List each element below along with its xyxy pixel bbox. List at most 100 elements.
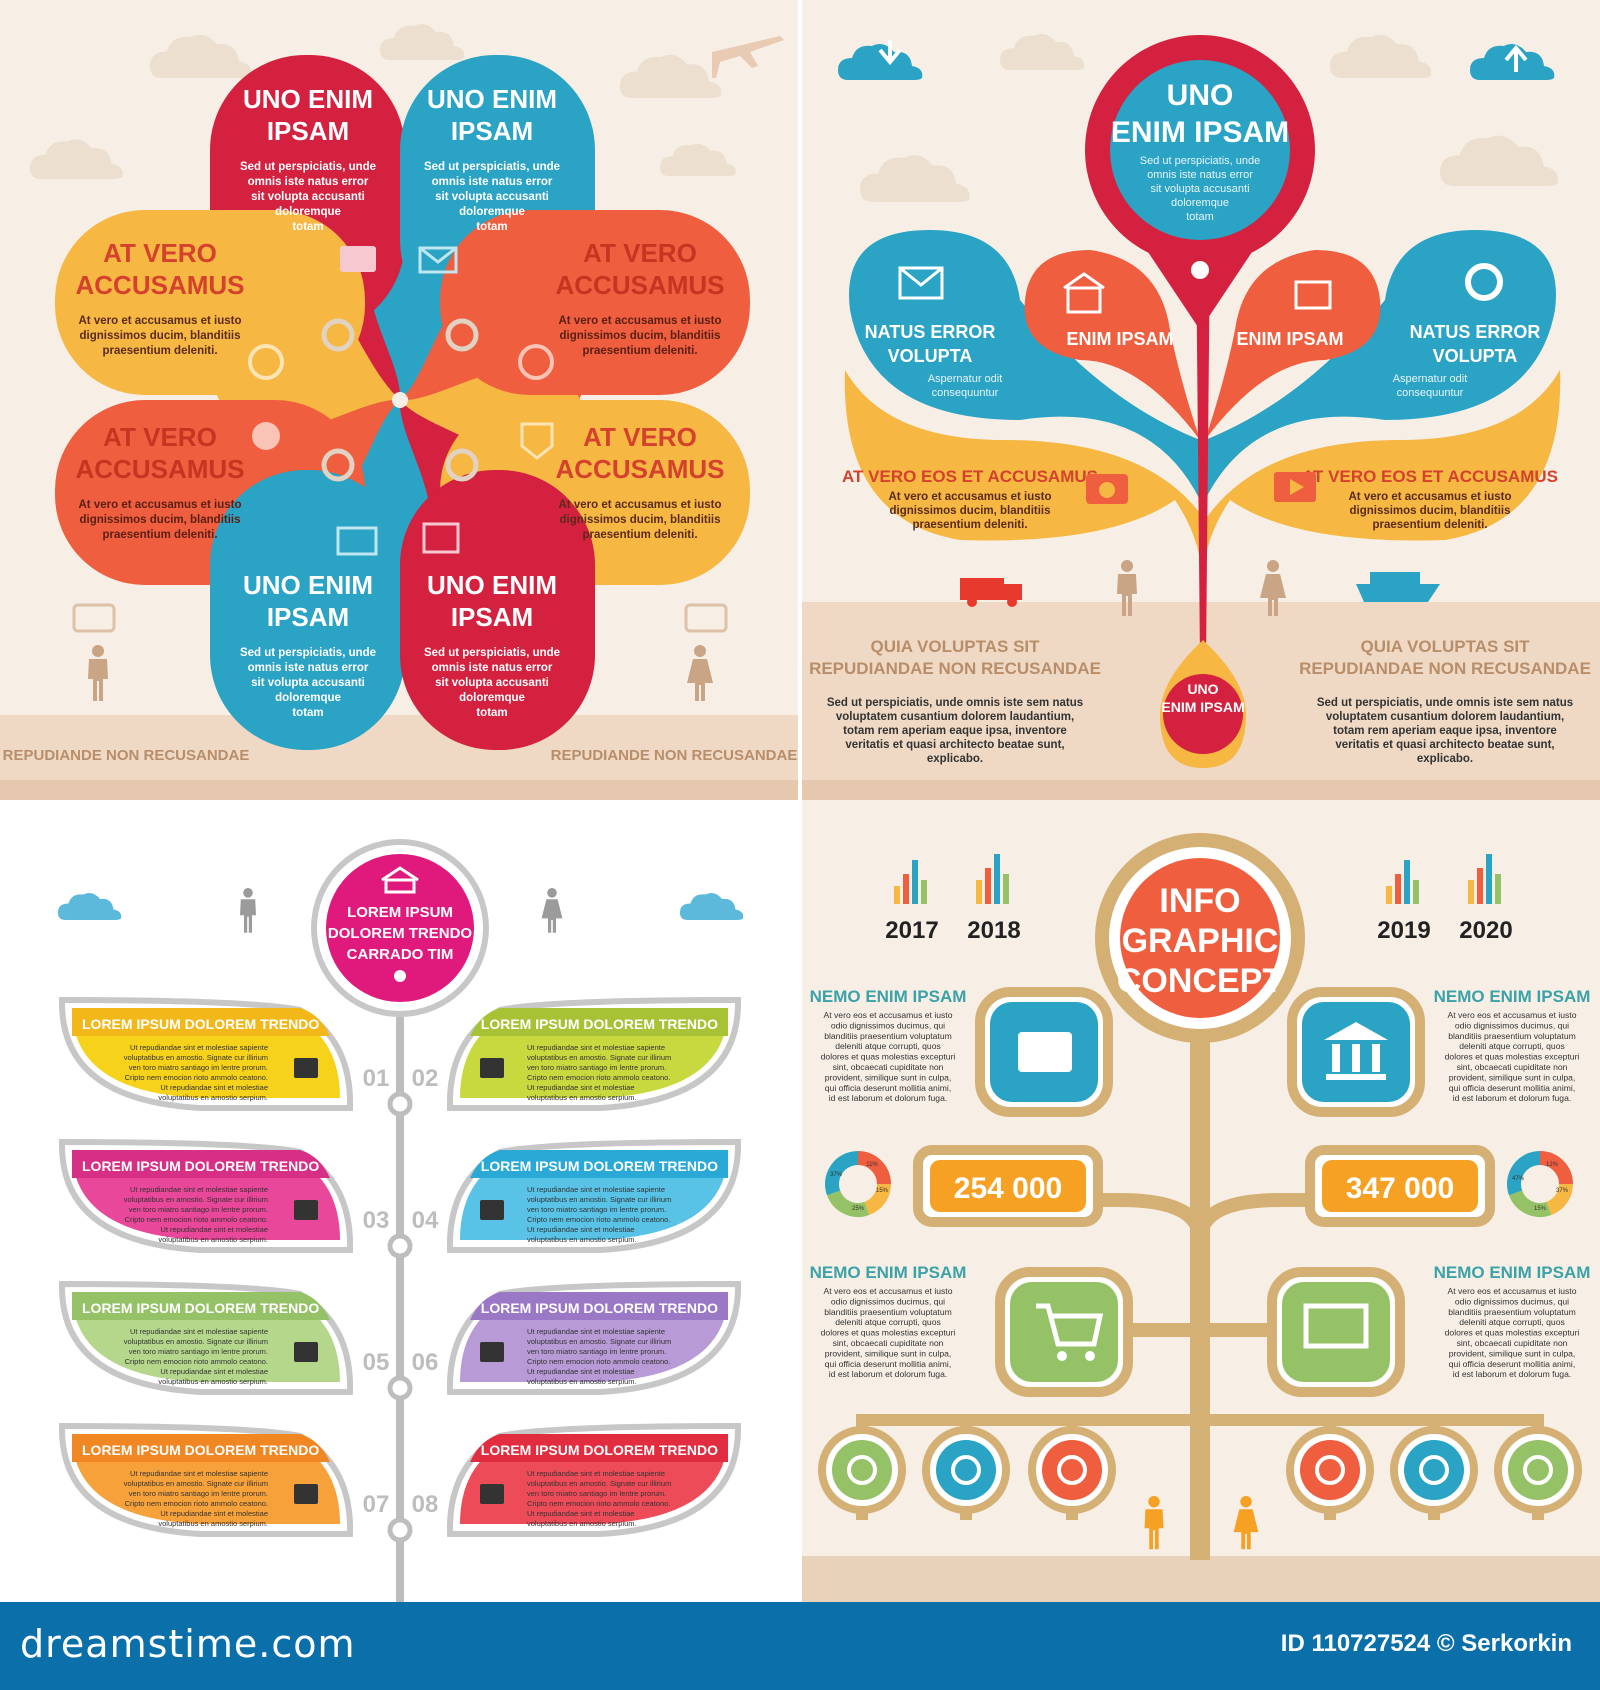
man-icon (1144, 1496, 1164, 1550)
leaf-body: ven toro miatro santiago im lentre proru… (527, 1063, 666, 1072)
side-body: odio dignissimos ducimus, qui (831, 1296, 945, 1306)
truck-wheel (1007, 597, 1017, 607)
leaf-body: Ut repudiandae sint et molestiae (527, 1509, 635, 1518)
concept-circle (1120, 858, 1280, 1018)
donut-segment (1508, 1190, 1552, 1217)
caption-body: Sed ut perspiciatis, unde omnis iste sem… (1317, 697, 1573, 709)
woman-icon (1233, 1496, 1259, 1550)
petal-body: praesentium deleniti. (102, 345, 217, 357)
timeline-node (387, 1375, 413, 1401)
petal-body: omnis iste natus error (432, 176, 553, 188)
panel2-ground-edge (800, 780, 1600, 800)
center-circle (326, 854, 474, 1002)
leaf-body: ven toro miatro santiago im lentre proru… (129, 1347, 268, 1356)
presentation-icon (1303, 1303, 1369, 1349)
person-body (1144, 1509, 1164, 1550)
leaf-title: LOREM IPSUM DOLOREM TRENDO (82, 1016, 319, 1032)
person-head (92, 645, 104, 657)
leaf-number: 07 (363, 1491, 390, 1518)
donut-segment (1539, 1151, 1573, 1185)
envelope-icon (898, 266, 944, 300)
footer-caption: REPUDIANDE NON RECUSANDAE (551, 747, 798, 764)
cloud-shape (1440, 135, 1558, 186)
petal-body: doloremque (275, 206, 341, 218)
camera-lens (1099, 482, 1115, 498)
cloud-shape (30, 139, 123, 179)
leaf-number: 02 (412, 1065, 439, 1092)
truck-wheel (967, 597, 977, 607)
side-body: qui officia deserunt mollitia animi, (1449, 1359, 1575, 1369)
top-body: sit volupta accusanti (1150, 183, 1249, 195)
presentation-icon (422, 522, 460, 554)
stock-logo[interactable]: dreamstime.com (20, 1622, 356, 1666)
petal-body: dignissimos ducim, blanditiis (79, 514, 240, 526)
petal-text-area-3 (55, 210, 365, 395)
presentation-icon (1294, 280, 1332, 310)
icon-glyph (951, 1455, 981, 1485)
icon-circle-fill (1404, 1440, 1464, 1500)
side-body: sint, obcaecati cupiditate non (1457, 1062, 1568, 1072)
drop-title: UNO (1187, 681, 1218, 697)
donut-label: 37% (1556, 1188, 1569, 1194)
petal-body: sit volupta accusanti (435, 677, 549, 689)
leaf-body: Cripto nem emocion rioto ammolo ceatono. (125, 1499, 268, 1508)
side-body: blanditiis praesentium voluptatum (1448, 1031, 1576, 1041)
cloud-icon (30, 139, 123, 179)
bar (1413, 880, 1419, 904)
icon-circle-fill (1300, 1440, 1360, 1500)
top-circle-pin (1140, 240, 1260, 330)
truck-icon (960, 578, 1004, 600)
leaf-body: voluptatibus en amostio serpium. (158, 1235, 268, 1244)
bar-chart-down-icon (480, 1058, 504, 1078)
male-symbol-icon (321, 448, 355, 482)
leaf-body: voluptatibus en amostio. Signate cur ill… (527, 1195, 671, 1204)
side-title: NEMO ENIM IPSAM (1434, 987, 1591, 1006)
leaf-body: voluptatibus en amostio serpium. (527, 1377, 637, 1386)
leaf-card-04: LOREM IPSUM DOLOREM TRENDO Ut repudiandae… (412, 1138, 742, 1253)
side-body: blanditiis praesentium voluptatum (1448, 1307, 1576, 1317)
petal-title: AT VERO (103, 238, 217, 268)
leaf-title: LOREM IPSUM DOLOREM TRENDO (481, 1158, 718, 1174)
disc-icon (818, 1426, 906, 1514)
leaf-body: Ut repudiandae sint et molestiae sapient… (527, 1185, 665, 1194)
woman-icon (1260, 560, 1286, 616)
leaf-body: Ut repudiandae sint et molestiae (160, 1509, 268, 1518)
flower-center (392, 392, 408, 408)
bar (903, 874, 909, 904)
petal-title: ACCUSAMUS (76, 270, 245, 300)
panel1-ground (0, 715, 800, 780)
leaf-header (470, 1150, 728, 1178)
person-head (1267, 560, 1279, 572)
bar (1468, 880, 1474, 904)
donut-segment (825, 1151, 859, 1196)
bar (1404, 860, 1410, 904)
leaf-body: Cripto nem emocion rioto ammolo ceatono. (527, 1073, 670, 1082)
side-body: deleniti atque corrupti, quos (835, 1041, 941, 1051)
side-body: odio dignissimos ducimus, qui (1455, 1020, 1569, 1030)
donut-label: 47% (1512, 1176, 1525, 1182)
top-title: UNO (1167, 79, 1234, 112)
year-label: 2019 (1377, 917, 1430, 944)
leaf-title: LOREM IPSUM DOLOREM TRENDO (82, 1442, 319, 1458)
petal-body: totam (476, 221, 507, 233)
cloud-icon (660, 143, 736, 176)
cloud-upload-icon (1470, 44, 1555, 80)
leaf-body: Ut repudiandae sint et molestiae sapient… (527, 1327, 665, 1336)
petal-text-area-4 (440, 210, 750, 395)
leaf-body: voluptatibus en amostio serpium. (158, 1093, 268, 1102)
person-head (1121, 560, 1133, 572)
person-body (1260, 574, 1286, 616)
cloud-shape (380, 24, 465, 60)
person-body (240, 899, 256, 933)
concept-title: GRAPHIC (1122, 922, 1279, 960)
bar (1386, 886, 1392, 904)
orange-leaf-right (1205, 250, 1381, 440)
side-body: dolores et quas molestias excepturi (1445, 1328, 1580, 1338)
petal-body: Sed ut perspiciatis, unde (424, 647, 560, 659)
side-body: id est laborum et dolorum fuga. (829, 1369, 947, 1379)
center-title: LOREM IPSUM (347, 904, 453, 921)
leaf-body: voluptatibus en amostio serpium. (158, 1377, 268, 1386)
